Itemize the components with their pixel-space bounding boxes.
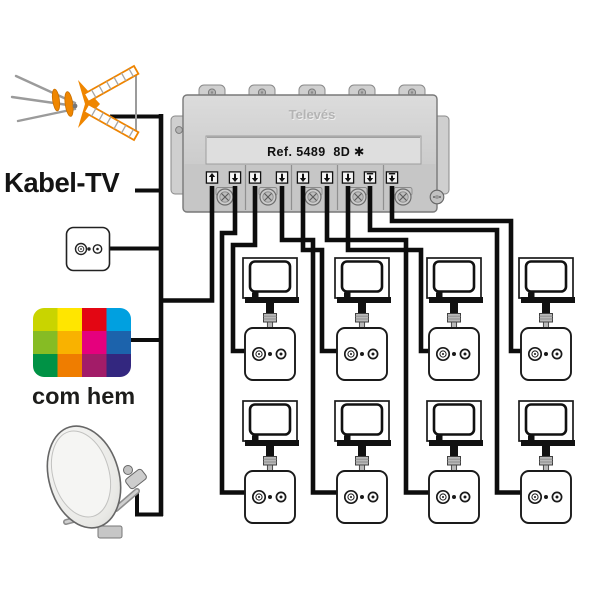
comhem-color-cell	[57, 331, 83, 355]
f-connector-icon	[258, 186, 278, 206]
comhem-logo: com hem	[32, 308, 135, 409]
sources-column: Kabel-TV com hem	[4, 64, 147, 539]
satellite-dish-icon	[46, 425, 147, 539]
splitter-output-port-icon-1	[228, 170, 242, 185]
comhem-color-cell	[57, 354, 83, 377]
ground-screw-icon	[429, 189, 445, 205]
tv-unit-row1-col4	[517, 256, 577, 382]
splitter-brand-emboss: Televés	[289, 108, 336, 123]
splitter-label-plate	[205, 135, 422, 165]
cable-output-6	[345, 186, 436, 354]
cable-output-8	[389, 186, 528, 354]
splitter-output-port-icon-8	[385, 170, 399, 185]
splitter-output-port-icon-3	[275, 170, 289, 185]
comhem-color-cell	[33, 354, 58, 377]
f-connector-icon	[348, 186, 368, 206]
cable-splitter-input	[163, 186, 215, 303]
splitter-brand: Televés	[289, 107, 336, 122]
cable-output-7	[367, 186, 528, 495]
comhem-color-cell	[33, 308, 58, 332]
terrestrial-antenna-icon	[10, 64, 140, 142]
splitter-ref-label: Ref. 5489 8D ✱	[267, 145, 365, 159]
comhem-color-cell	[82, 331, 107, 355]
cable-output-2	[230, 186, 258, 354]
tv-unit-row2-col4	[517, 399, 577, 525]
splitter-output-port-icon-6	[341, 170, 355, 185]
f-connector-icon	[393, 186, 413, 206]
splitter-input-port-icon	[205, 170, 219, 185]
comhem-color-cell	[82, 308, 107, 332]
cables	[106, 114, 528, 517]
cable-output-4	[300, 186, 343, 354]
f-connector-icon	[215, 186, 235, 206]
cable-tv-label: Kabel-TV	[4, 167, 120, 198]
tv-unit-row1-col1	[241, 256, 301, 382]
f-connector-icon	[303, 186, 323, 206]
splitter-device: Televés Televés Ref. 5489 8D ✱	[170, 84, 450, 213]
cable-output-3	[279, 186, 343, 495]
cable-output-5	[324, 186, 436, 495]
comhem-color-cell	[106, 331, 131, 355]
tv-unit-row1-col3	[425, 256, 485, 382]
tv-unit-row2-col3	[425, 399, 485, 525]
comhem-color-cell	[33, 331, 58, 355]
splitter-output-port-icon-2	[248, 170, 262, 185]
tv-unit-row1-col2	[333, 256, 393, 382]
comhem-color-cell	[82, 354, 107, 377]
comhem-color-cell	[106, 308, 131, 332]
splitter-output-port-icon-4	[296, 170, 310, 185]
tv-outlet-units	[241, 256, 577, 525]
comhem-logo-grid	[33, 308, 131, 377]
comhem-label: com hem	[32, 383, 135, 409]
cable-satellite-feed	[135, 489, 163, 517]
cable-output-1	[219, 186, 250, 495]
screw-icon	[175, 126, 183, 134]
coax-wall-outlet-icon	[65, 226, 111, 272]
splitter-output-port-icon-5	[320, 170, 334, 185]
tv-unit-row2-col1	[241, 399, 301, 525]
tv-unit-row2-col2	[333, 399, 393, 525]
comhem-color-cell	[106, 354, 131, 377]
splitter-output-port-icon-7	[363, 170, 377, 185]
comhem-color-cell	[57, 308, 83, 332]
